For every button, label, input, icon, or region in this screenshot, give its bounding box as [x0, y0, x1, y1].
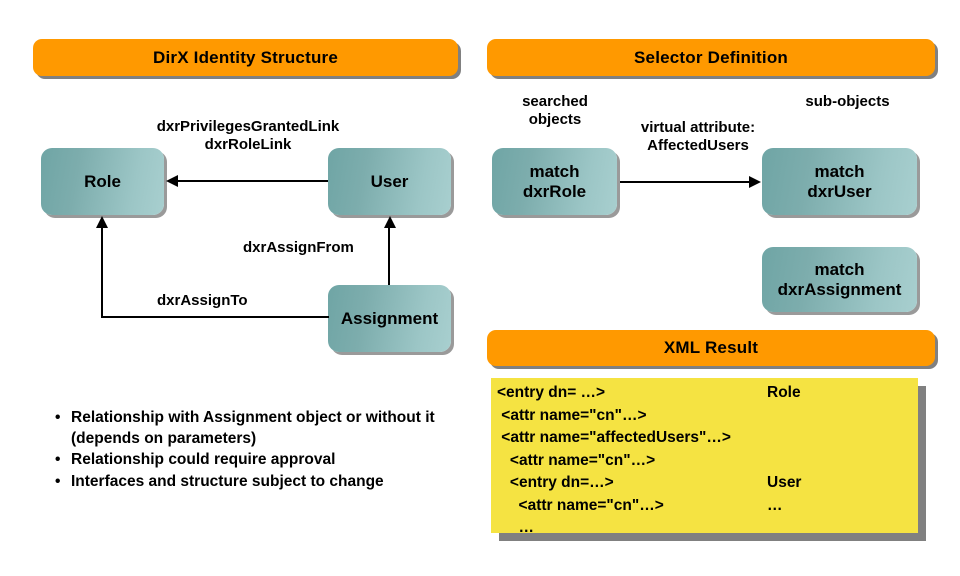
xml-line-note: Role [767, 384, 801, 401]
node-role[interactable]: Role [41, 148, 164, 215]
node-match-dxrassignment-line1: match [814, 260, 865, 280]
edge-label-assign-from: dxrAssignFrom [243, 239, 354, 256]
node-assignment[interactable]: Assignment [328, 285, 451, 352]
edge-user-to-role-line [178, 180, 328, 182]
xml-result-lines: <entry dn= …> Role <attr name="cn"…> <at… [491, 378, 918, 533]
left-panel-banner: DirX Identity Structure [33, 39, 458, 76]
list-item: • Relationship could require approval [55, 450, 455, 471]
list-item-text: Relationship with Assignment object or w… [71, 409, 435, 447]
node-match-dxruser-line2: dxrUser [807, 181, 872, 201]
right-panel-banner: Selector Definition [487, 39, 935, 76]
edge-assign-from-line [388, 228, 390, 285]
edge-user-to-role-arrowhead [166, 175, 178, 187]
node-role-label: Role [84, 171, 121, 191]
list-item: • Interfaces and structure subject to ch… [55, 472, 455, 493]
list-item: • Relationship with Assignment object or… [55, 408, 455, 449]
edge-label-assign-to: dxrAssignTo [157, 292, 248, 309]
xml-line-code: <attr name="cn"…> [497, 406, 647, 424]
list-item-text: Relationship could require approval [71, 451, 336, 469]
caption-virtual-attribute: virtual attribute: AffectedUsers [640, 119, 756, 154]
xml-line-code: <attr name="cn"…> [497, 496, 664, 514]
edge-assign-to-horizontal [101, 316, 329, 318]
list-item-text: Interfaces and structure subject to chan… [71, 472, 384, 490]
node-assignment-label: Assignment [340, 308, 439, 328]
caption-searched-objects: searched objects [522, 93, 588, 128]
xml-line-note: User [767, 474, 802, 491]
xml-line-code: <attr name="affectedUsers"…> [497, 429, 731, 446]
xml-line: <attr name="cn"…> … [497, 495, 918, 518]
bullet-glyph-icon: • [55, 472, 61, 490]
xml-line: <entry dn= …> Role [497, 382, 918, 405]
edge-role-to-user-line [620, 181, 751, 183]
caption-sub-objects: sub-objects [805, 93, 890, 110]
xml-line-note [767, 405, 918, 428]
xml-line-code: <entry dn= …> [497, 384, 606, 401]
edge-assign-to-vertical [101, 228, 103, 318]
xml-line-code: … [497, 519, 535, 533]
node-user-label: User [370, 171, 409, 191]
bullet-glyph-icon: • [55, 451, 61, 469]
xml-result-banner: XML Result [487, 330, 935, 366]
edge-assign-to-arrowhead [96, 216, 108, 228]
node-match-dxrassignment-line2: dxrAssignment [777, 279, 902, 299]
xml-line-code: <entry dn=…> [497, 474, 614, 491]
xml-result-panel: <entry dn= …> Role <attr name="cn"…> <at… [491, 378, 918, 533]
node-match-dxruser-line1: match [814, 162, 865, 182]
node-match-dxrrole-line2: dxrRole [522, 181, 587, 201]
xml-line: <attr name="cn"…> [497, 405, 918, 428]
node-user[interactable]: User [328, 148, 451, 215]
notes-bullet-list: • Relationship with Assignment object or… [55, 408, 455, 493]
edge-assign-from-arrowhead [384, 216, 396, 228]
xml-line: <entry dn=…> User [497, 472, 918, 495]
xml-line: … [497, 517, 918, 533]
xml-line-note [767, 427, 918, 450]
bullet-glyph-icon: • [55, 409, 61, 426]
edge-role-to-user-arrowhead [749, 176, 761, 188]
xml-line-note [767, 450, 918, 473]
node-match-dxrrole-line1: match [529, 162, 580, 182]
xml-line-code: <attr name="cn"…> [497, 451, 656, 469]
xml-line: <attr name="affectedUsers"…> [497, 427, 918, 450]
edge-label-dxr-role-link: dxrRoleLink [204, 136, 292, 153]
xml-line: <attr name="cn"…> [497, 450, 918, 473]
edge-label-privileges-granted-link: dxrPrivilegesGrantedLink [156, 118, 340, 135]
xml-line-note: … [767, 496, 783, 514]
xml-line-note [767, 517, 918, 533]
